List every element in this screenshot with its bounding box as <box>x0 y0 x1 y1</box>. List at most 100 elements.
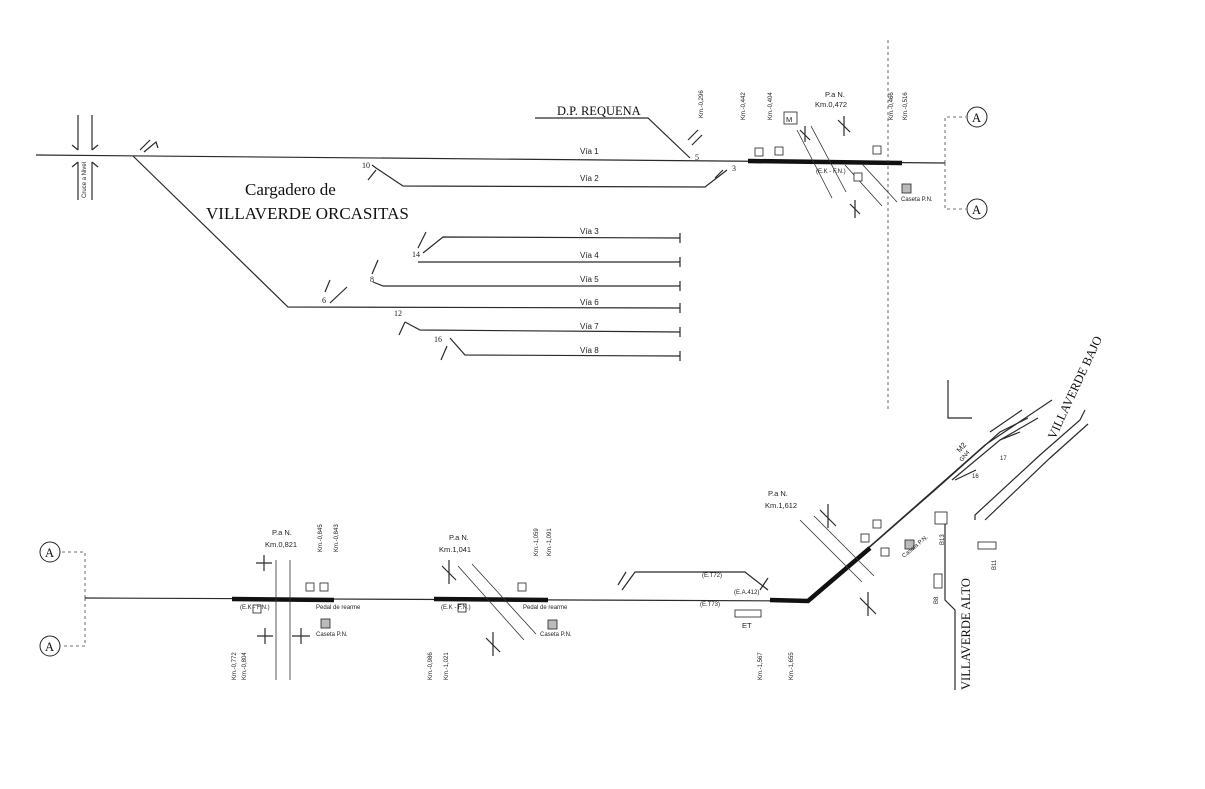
crossing-barriers <box>441 560 501 656</box>
via-5-switch <box>329 286 348 304</box>
km-label: Km.-1,655 <box>789 652 795 680</box>
switch-8: 8 <box>370 275 374 284</box>
connector-a: A <box>45 546 54 560</box>
level-crossing-km0472: P.a N. Km.0,472 M Caseta P.N. (E.K - F.N… <box>699 90 933 218</box>
crossovers <box>954 431 1021 481</box>
pedal-label: Pedal de rearme <box>523 605 568 611</box>
track-label-via-6: Vía 6 <box>580 298 599 307</box>
signal-label: B11 <box>992 559 998 570</box>
villaverde-bajo-label: VILLAVERDE BAJO <box>1045 334 1105 441</box>
via-3-line <box>422 236 681 254</box>
level-crossing-left: Cruce a Nivel <box>71 115 99 200</box>
switch-mark <box>139 139 159 153</box>
crossing-barriers <box>256 555 310 644</box>
branch-villaverde-bajo <box>974 409 1086 520</box>
track-label-via-8: Vía 8 <box>580 346 599 355</box>
road-lines <box>799 515 875 583</box>
track-label-via-1: Vía 1 <box>580 147 599 156</box>
caseta-label-3: Caseta P.N. <box>540 632 572 638</box>
et-box <box>734 609 762 618</box>
signal-label: B13 <box>940 534 946 545</box>
via-2-line <box>371 164 728 188</box>
caseta-label-1: Caseta P.N. <box>901 197 933 203</box>
switch-14: 14 <box>412 250 420 259</box>
main-line-bottom <box>84 417 1029 602</box>
switch-16b: 16 <box>972 474 979 480</box>
signal-label: (E.T72) <box>702 573 722 579</box>
switch-6: 6 <box>322 296 326 305</box>
connector-top: A A <box>944 106 988 220</box>
level-crossing-km0821: P.a N. Km.0,821 Caseta P.N. (E.K - F.N.)… <box>231 524 361 680</box>
road-lines <box>796 125 898 207</box>
signal-label: (E.K - F.N.) <box>816 169 846 175</box>
signal-label: (E.K - F.N.) <box>441 605 471 611</box>
km-label: Km.-0,986 <box>428 652 434 680</box>
via-5-line <box>372 281 680 287</box>
switch-10: 10 <box>362 161 370 170</box>
km-label: Km.-0,843 <box>334 524 340 552</box>
signal-label: (E.A.412) <box>734 590 759 596</box>
km-label: Km.-1,059 <box>534 528 540 556</box>
pan-label-4: P.a N. <box>768 489 788 498</box>
via-7-line <box>404 321 681 333</box>
km-label: Km.-0,516 <box>903 92 909 120</box>
km-label: Km.-1,567 <box>758 652 764 680</box>
track-label-via-2: Vía 2 <box>580 174 599 183</box>
m-box <box>783 111 798 125</box>
pan-label-2: P.a N. <box>272 528 292 537</box>
via-8-line <box>449 337 681 357</box>
dp-requena-label: D.P. REQUENA <box>557 104 641 118</box>
connector-a: A <box>45 640 54 654</box>
km-label: Km.-0,296 <box>699 90 705 118</box>
pan-km-4: Km.1,612 <box>765 501 797 510</box>
yard-title-line1: Cargadero de <box>245 180 336 199</box>
km-label: Km.-0,442 <box>741 92 747 120</box>
track-label-via-3: Vía 3 <box>580 227 599 236</box>
m-box-label: M <box>786 115 792 124</box>
pan-label-3: P.a N. <box>449 533 469 542</box>
signal-label: (E.K - F.N.) <box>240 605 270 611</box>
signal-marks-yard <box>324 231 448 361</box>
km-label: Km.-0,845 <box>318 524 324 552</box>
pan-km-3: Km.1,041 <box>439 545 471 554</box>
track-label-via-7: Vía 7 <box>580 322 599 331</box>
pan-km-1: Km.0,472 <box>815 100 847 109</box>
branch-villaverde-bajo-2 <box>984 423 1089 521</box>
switch-12: 12 <box>394 309 402 318</box>
branch-villaverde-alto <box>944 520 956 690</box>
requena-branch <box>535 117 691 159</box>
switch-17: 17 <box>1000 456 1007 462</box>
connector-bottom: A A <box>39 541 86 657</box>
siding-line <box>621 571 769 591</box>
road-lines <box>457 563 537 641</box>
road-lines <box>275 560 291 680</box>
caseta-label-2: Caseta P.N. <box>316 632 348 638</box>
et-label: ET <box>742 621 752 630</box>
cruce-nivel-label: Cruce a Nivel <box>82 162 88 198</box>
km-label: Km.-1,021 <box>444 652 450 680</box>
switch-5: 5 <box>695 153 699 162</box>
track-label-via-5: Vía 5 <box>580 275 599 284</box>
level-crossing-km1612: P.a N. Km.1,612 Caseta P.N. <box>765 489 930 616</box>
switch-3: 3 <box>732 164 736 173</box>
pedal-label: Pedal de rearme <box>316 605 361 611</box>
yard-title-line2: VILLAVERDE ORCASITAS <box>206 204 409 223</box>
level-crossing-km1041: P.a N. Km.1,041 Caseta P.N. (E.K - F.N.)… <box>428 528 572 680</box>
switch-16: 16 <box>434 335 442 344</box>
caseta-box <box>901 183 912 194</box>
pan-label-1: P.a N. <box>825 90 845 99</box>
crossing-barriers <box>799 116 861 218</box>
signal-label: (E.T73) <box>700 602 720 608</box>
km-label: Km.-0,804 <box>242 652 248 680</box>
yard-branch <box>132 155 681 309</box>
signal-label: B8 <box>934 596 940 604</box>
km-label: Km.-0,772 <box>232 652 238 680</box>
km-label: Km.-1,091 <box>547 528 553 556</box>
connector-a: A <box>972 203 981 217</box>
km-label: Km.-0,404 <box>768 92 774 120</box>
track-label-via-4: Vía 4 <box>580 251 599 260</box>
villaverde-alto-label: VILLAVERDE ALTO <box>959 578 973 690</box>
signal-mark <box>367 169 724 181</box>
crossing-barriers <box>819 504 877 616</box>
